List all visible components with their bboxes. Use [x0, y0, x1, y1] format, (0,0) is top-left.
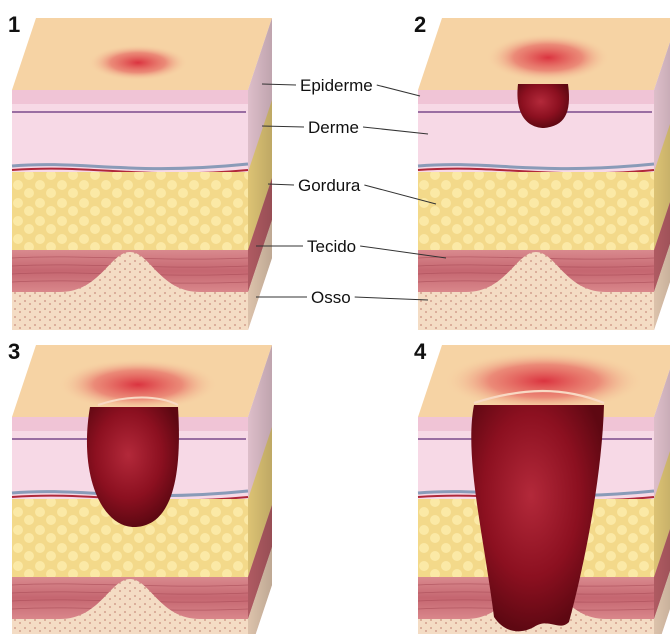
panel-stage-1: 1: [8, 12, 272, 330]
label-text-tissue: Tecido: [307, 237, 356, 256]
stage-number: 1: [8, 12, 20, 37]
redness-area: [88, 45, 188, 81]
redness-area: [58, 359, 218, 411]
layer-label-dermis: Derme: [262, 118, 428, 137]
panel-stage-2: 2: [414, 12, 670, 330]
layer-label-fat: Gordura: [268, 176, 436, 204]
panel-stage-4: 4: [414, 339, 670, 634]
label-text-epidermis: Epiderme: [300, 76, 373, 95]
layer-label-bone: Osso: [256, 288, 428, 307]
label-text-dermis: Derme: [308, 118, 359, 137]
leader-line-right: [377, 85, 420, 96]
dermis-layer: [12, 104, 248, 172]
label-text-bone: Osso: [311, 288, 351, 307]
panels-layer: 1 2 3 4: [8, 12, 670, 634]
fat-layer: [12, 172, 248, 250]
fat-layer: [418, 172, 654, 250]
layer-label-tissue: Tecido: [256, 237, 446, 258]
layer-label-epidermis: Epiderme: [262, 76, 420, 96]
redness-area: [486, 34, 610, 82]
stage-number: 4: [414, 339, 427, 364]
epidermis-layer: [12, 90, 248, 104]
label-text-fat: Gordura: [298, 176, 361, 195]
stage-number: 3: [8, 339, 20, 364]
panel-stage-3: 3: [8, 339, 272, 634]
stage-number: 2: [414, 12, 426, 37]
leader-line-right: [355, 297, 428, 300]
